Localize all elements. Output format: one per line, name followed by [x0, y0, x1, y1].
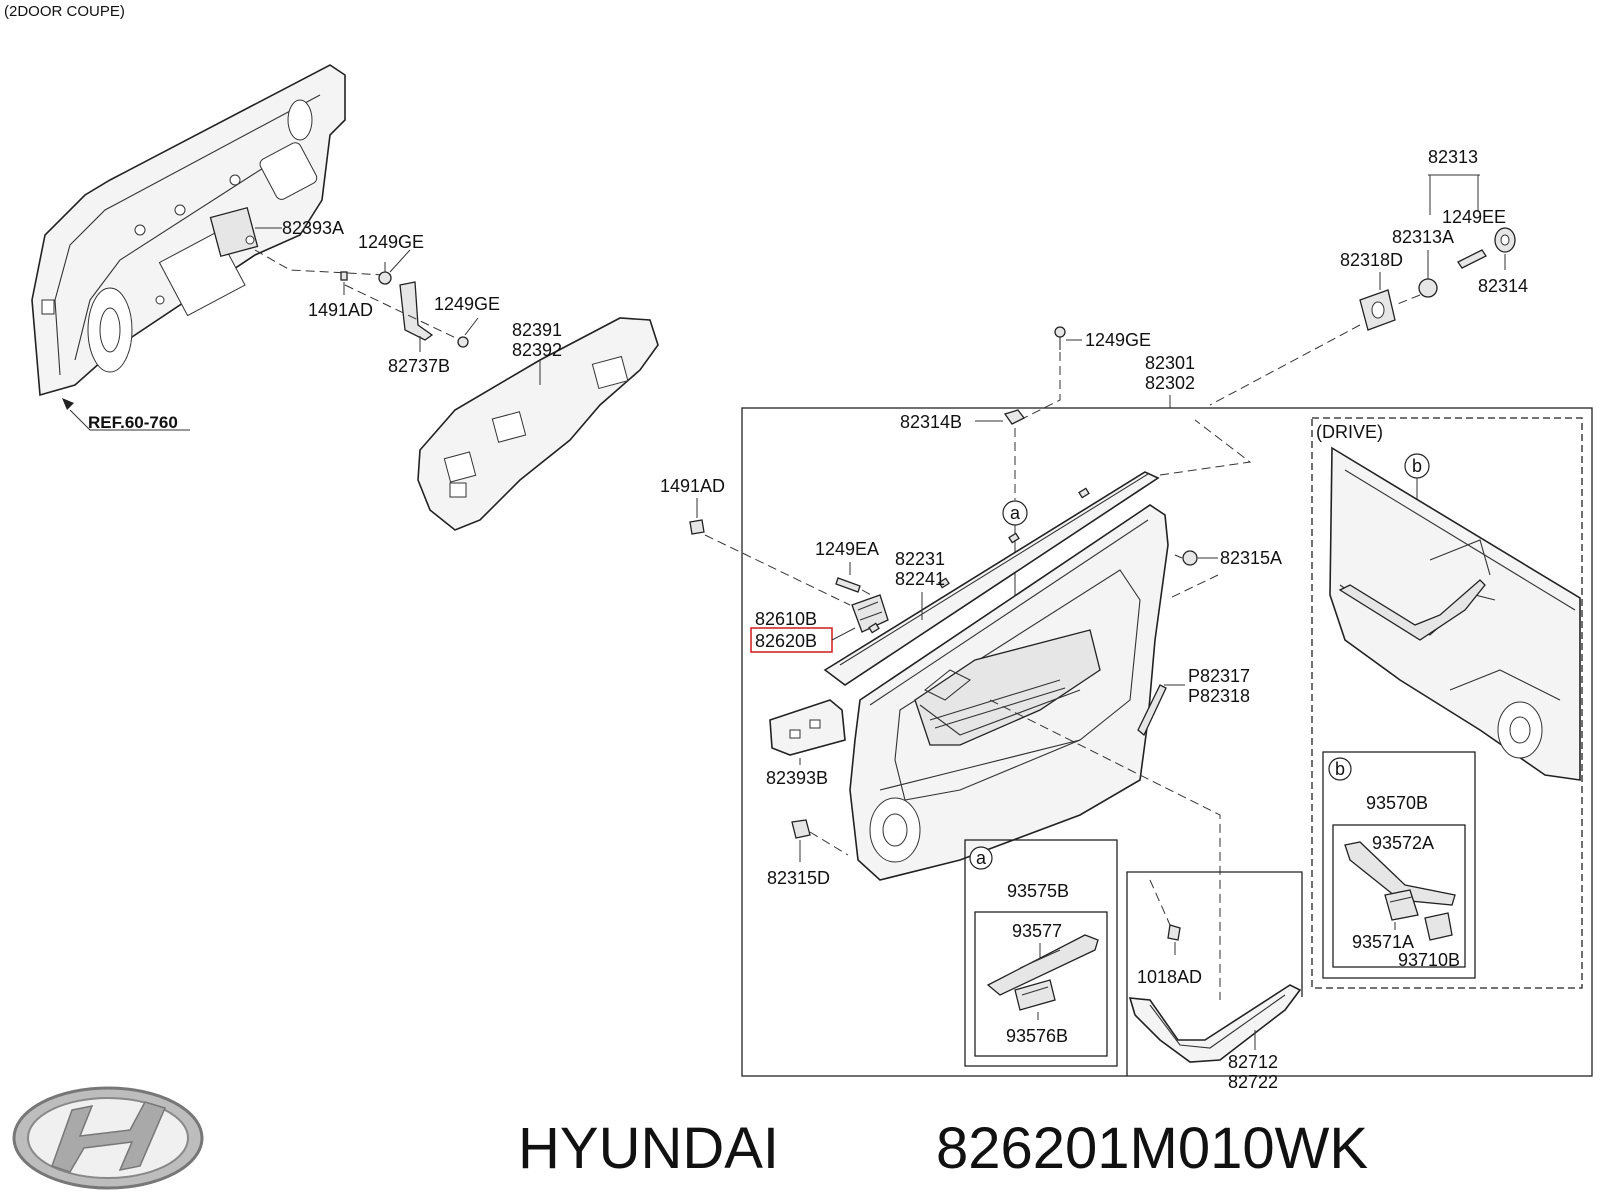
screw-1249EE [1457, 249, 1487, 269]
screw-1249EA [835, 577, 861, 593]
door-inner-panel [31, 64, 346, 397]
switch-93576B [1014, 979, 1056, 1011]
label-93577: 93577 [1012, 921, 1062, 941]
detail-box-armrest [1126, 871, 1303, 1076]
detail-box-a [964, 839, 1118, 1067]
label-1249EA: 1249EA [815, 539, 879, 559]
callout-b-box-text: b [1335, 759, 1345, 779]
insulation-pad [417, 317, 659, 531]
clip-82315D [791, 819, 811, 839]
clip-82315A [1174, 550, 1198, 566]
trim-assembly-frame [741, 407, 1593, 1077]
label-1249GE-c: 1249GE [1085, 330, 1151, 350]
hyundai-logo-icon [12, 1086, 204, 1190]
label-82393A: 82393A [282, 218, 344, 238]
label-82315D: 82315D [767, 868, 830, 888]
clip-1491AD-a [340, 271, 348, 281]
fastener-1018AD [1167, 924, 1181, 941]
switch-bezel-93572A [1344, 841, 1456, 906]
label-82231: 82231 [895, 549, 945, 569]
variant-note: (2DOOR COUPE) [4, 3, 125, 20]
label-82314: 82314 [1478, 276, 1528, 296]
washer-82314 [1494, 227, 1516, 253]
label-93571A: 93571A [1352, 932, 1414, 952]
detail-box-a-inner [974, 911, 1108, 1057]
footer-brand: HYUNDAI [518, 1116, 779, 1181]
ref-label: REF.60-760 [88, 413, 178, 432]
switch-bezel-93577 [986, 934, 1099, 996]
label-82722: 82722 [1228, 1072, 1278, 1092]
clip-1249GE-a [378, 262, 392, 285]
label-82392: 82392 [512, 340, 562, 360]
label-82737B: 82737B [388, 356, 450, 376]
belt-moulding [823, 471, 1160, 686]
switch-93571A [1384, 889, 1419, 921]
drive-detail-box [1311, 417, 1583, 989]
detail-box-b-inner [1332, 824, 1466, 968]
label-82315A: 82315A [1220, 548, 1282, 568]
bracket-82737B [399, 281, 434, 341]
ref-leader [69, 409, 190, 431]
label-drive: (DRIVE) [1316, 422, 1383, 442]
grommet-82313A [1418, 278, 1438, 298]
label-82241: 82241 [895, 569, 945, 589]
trim-piece-P82317 [1137, 684, 1167, 737]
label-P82318: P82318 [1188, 686, 1250, 706]
label-93570B: 93570B [1366, 793, 1428, 813]
drive-door-trim [1329, 446, 1581, 781]
ref-arrow [62, 398, 74, 410]
label-82302: 82302 [1145, 373, 1195, 393]
label-1249GE-a: 1249GE [358, 232, 424, 252]
bracket-82318D [1359, 289, 1396, 331]
label-1018AD: 1018AD [1137, 967, 1202, 987]
footer-part-number: 826201M010WK [936, 1116, 1368, 1181]
screw-1249GE-c [1054, 326, 1066, 350]
door-trim-panel [849, 504, 1169, 881]
armrest-82712 [1128, 984, 1302, 1063]
label-82301: 82301 [1145, 353, 1195, 373]
label-1491AD-b: 1491AD [660, 476, 725, 496]
callout-a-box-text: a [976, 848, 987, 868]
label-93575B: 93575B [1007, 881, 1069, 901]
label-82712: 82712 [1228, 1052, 1278, 1072]
label-82318D: 82318D [1340, 250, 1403, 270]
screw-1249GE-b [457, 336, 469, 348]
label-82393B: 82393B [766, 768, 828, 788]
detail-box-b [1322, 751, 1476, 979]
pad-82393B [769, 699, 846, 756]
callout-b-drive-text: b [1412, 456, 1422, 476]
label-93710B: 93710B [1398, 950, 1460, 970]
clip-82314B [1003, 409, 1025, 425]
label-82620B: 82620B [755, 631, 817, 651]
callout-a-box [969, 846, 993, 870]
label-1491AD-a: 1491AD [308, 300, 373, 320]
label-P82317: P82317 [1188, 666, 1250, 686]
label-93576B: 93576B [1006, 1026, 1068, 1046]
switch-93710B [1424, 912, 1453, 941]
label-1249GE-b: 1249GE [434, 294, 500, 314]
label-1249EE: 1249EE [1442, 207, 1506, 227]
label-93572A: 93572A [1372, 833, 1434, 853]
label-82314B: 82314B [900, 412, 962, 432]
label-82610B: 82610B [755, 609, 817, 629]
clip-1491AD-b [689, 519, 705, 535]
callout-a-panel-text: a [1010, 503, 1021, 523]
inside-handle-82620B [851, 594, 889, 633]
callout-b-box [1328, 757, 1352, 781]
label-82313A: 82313A [1392, 227, 1454, 247]
label-82391: 82391 [512, 320, 562, 340]
label-82313: 82313 [1428, 147, 1478, 167]
